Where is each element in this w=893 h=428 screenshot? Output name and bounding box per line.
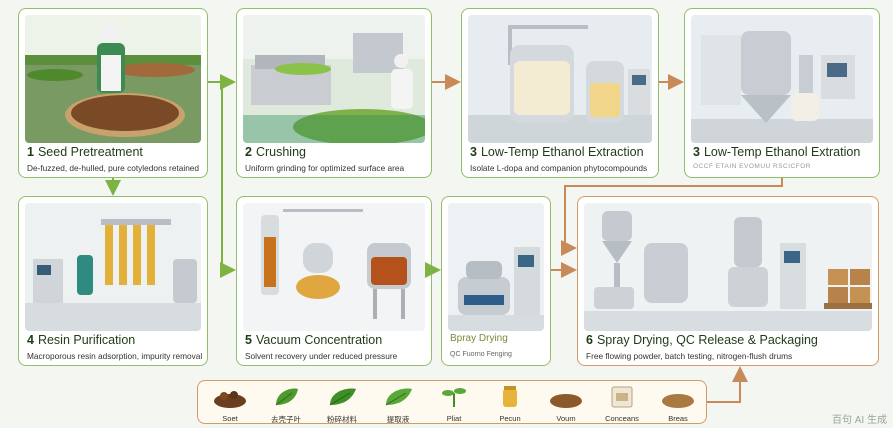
seed-pile-icon	[214, 391, 246, 408]
spray-drying-subtitle: QC Fuorno Fenging	[450, 351, 512, 358]
packaging-photo	[584, 203, 872, 331]
strip-item-8: Conceans	[598, 383, 646, 423]
step-5-subtitle: Solvent recovery under reduced pressure	[245, 351, 398, 361]
step-3b-subtitle: OCCF ETAIN EVOMUU RSCICFOR	[693, 163, 811, 170]
spray-drying-panel: Bpray Drying QC Fuorno Fenging	[441, 196, 551, 366]
strip-item-5: Pliat	[430, 383, 478, 423]
step-1-subtitle: De-fuzzed, de-hulled, pure cotyledons re…	[27, 163, 200, 173]
arrow-to-5	[220, 82, 236, 278]
material-strip: Soet 去壳子叶 粉碎材料 提取液 Pliat Pecun Voum Conc…	[197, 380, 707, 424]
leaf-icon	[329, 388, 356, 406]
strip-item-4: 提取液	[374, 383, 422, 425]
bag-icon	[611, 386, 633, 408]
strip-item-1: Soet	[206, 383, 254, 423]
powder-pile-icon	[662, 394, 694, 408]
strip-item-2: 去壳子叶	[262, 383, 310, 425]
strip-item-9: Breas	[654, 383, 702, 423]
ethanol-extraction-2-photo	[691, 15, 873, 143]
step-4-subtitle: Macroporous resin adsorption, impurity r…	[27, 351, 203, 361]
ethanol-extraction-photo	[468, 15, 652, 143]
jar-icon	[503, 386, 517, 407]
vacuum-concentration-photo	[243, 203, 425, 331]
resin-purification-photo	[25, 203, 201, 331]
strip-item-7: Voum	[542, 383, 590, 423]
spray-drying-title: Bpray Drying	[450, 333, 508, 344]
leaf-icon	[275, 388, 298, 406]
watermark: 百句 AI 生成	[831, 415, 887, 426]
sprout-icon	[442, 388, 466, 407]
step-3a-subtitle: Isolate L-dopa and companion phytocompou…	[470, 163, 648, 173]
arrow-strip-to-6	[707, 366, 748, 403]
seed-pretreatment-photo	[25, 15, 201, 143]
strip-item-3: 粉碎材料	[318, 383, 366, 425]
strip-item-6: Pecun	[486, 383, 534, 423]
spray-drying-photo	[448, 203, 544, 331]
step-6-subtitle: Free flowing powder, batch testing, nitr…	[586, 351, 793, 361]
powder-pile-icon	[550, 394, 582, 408]
leaf-icon	[385, 388, 412, 406]
step-2-subtitle: Uniform grinding for optimized surface a…	[245, 163, 405, 173]
crushing-photo	[243, 15, 425, 143]
